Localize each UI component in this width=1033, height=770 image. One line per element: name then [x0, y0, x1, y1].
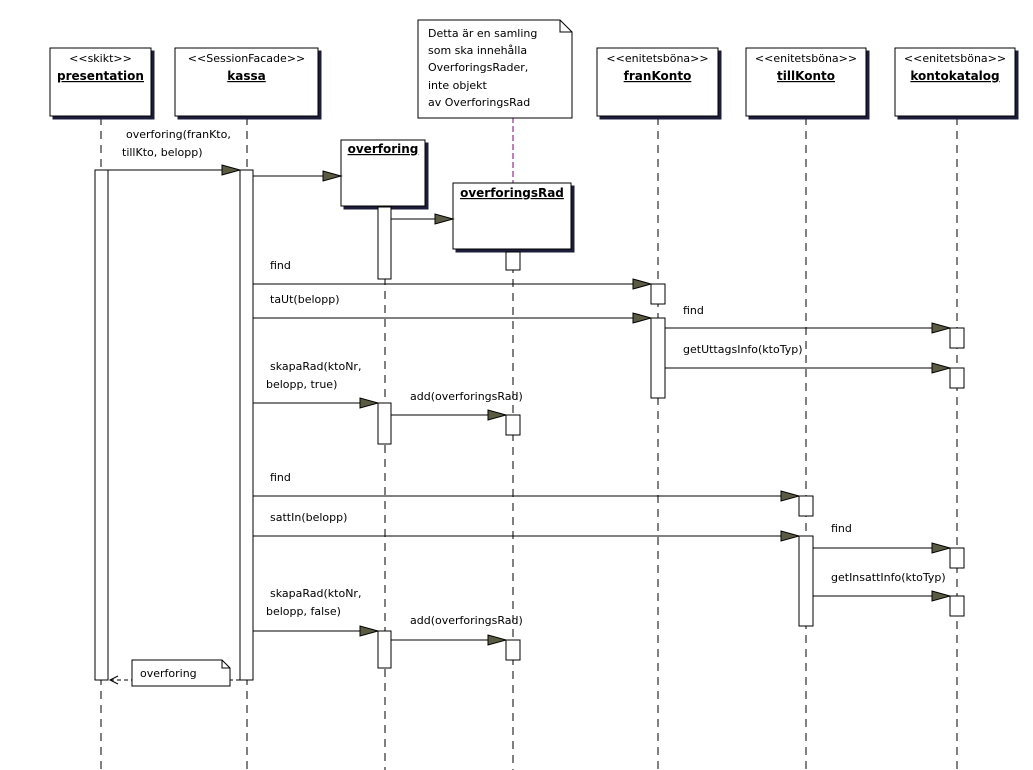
- message-arrow[interactable]: [253, 312, 653, 324]
- message-label: find: [270, 259, 291, 272]
- stereotype-kontokatalog: <<enitetsböna>>: [904, 52, 1006, 65]
- message-label: skapaRad(ktoNr,: [270, 587, 361, 600]
- message-arrow[interactable]: [391, 213, 455, 225]
- object-overforingsrad[interactable]: overforingsRad: [452, 182, 572, 250]
- message-labels: overforing(franKto, tillKto, belopp) fin…: [122, 128, 946, 627]
- message-arrow[interactable]: [813, 590, 952, 602]
- stereotype-frankonto: <<enitetsböna>>: [606, 52, 708, 65]
- object-name-overforing: overforing: [348, 142, 419, 156]
- message-arrow[interactable]: [253, 397, 380, 409]
- note-line: OverforingsRader,: [428, 61, 528, 74]
- return-label: overforing: [140, 667, 197, 680]
- activation-kontokatalog: [949, 327, 965, 349]
- activation-tillkonto: [798, 495, 814, 517]
- object-tillkonto[interactable]: <<enitetsböna>> tillKonto: [745, 47, 867, 117]
- activation-bars: [94, 169, 965, 681]
- activation-overforing: [377, 402, 392, 445]
- message-arrow[interactable]: [253, 278, 653, 290]
- note-line: Detta är en samling: [428, 27, 537, 40]
- return-note[interactable]: overforing: [131, 659, 231, 687]
- message-label: taUt(belopp): [270, 293, 340, 306]
- object-overforing[interactable]: overforing: [340, 139, 426, 207]
- note[interactable]: Detta är en samling som ska innehålla Ov…: [417, 19, 573, 119]
- object-name-presentation: presentation: [57, 69, 144, 83]
- message-label: overforing(franKto,: [126, 128, 231, 141]
- object-name-frankonto: franKonto: [624, 69, 692, 83]
- note-line: av OverforingsRad: [428, 96, 530, 109]
- activation-frankonto: [650, 283, 666, 305]
- activation-frankonto: [650, 317, 666, 399]
- activation-kassa: [239, 169, 254, 681]
- object-name-kontokatalog: kontokatalog: [910, 69, 999, 83]
- message-label: add(overforingsRad): [410, 390, 523, 403]
- activation-kontokatalog: [949, 595, 965, 617]
- stereotype-kassa: <<SessionFacade>>: [188, 52, 305, 65]
- message-label: find: [683, 304, 704, 317]
- activation-overforing: [377, 630, 392, 669]
- activation-overforing: [377, 206, 392, 280]
- message-label: sattIn(belopp): [270, 511, 347, 524]
- activation-kontokatalog: [949, 547, 965, 569]
- message-label: getInsattInfo(ktoTyp): [831, 571, 946, 584]
- message-label: find: [270, 471, 291, 484]
- message-arrow[interactable]: [813, 542, 952, 554]
- object-kontokatalog[interactable]: <<enitetsböna>> kontokatalog: [894, 47, 1016, 117]
- object-name-tillkonto: tillKonto: [777, 69, 835, 83]
- object-name-kassa: kassa: [227, 69, 265, 83]
- message-arrow[interactable]: [108, 164, 242, 176]
- message-arrow[interactable]: [665, 362, 952, 374]
- message-label: belopp, false): [266, 605, 341, 618]
- message-arrow[interactable]: [391, 409, 508, 421]
- message-label: find: [831, 522, 852, 535]
- message-arrow[interactable]: [253, 625, 380, 637]
- activation-tillkonto: [798, 535, 814, 627]
- message-label: tillKto, belopp): [122, 146, 203, 159]
- note-line: som ska innehålla: [428, 44, 527, 57]
- stereotype-presentation: <<skikt>>: [69, 52, 132, 65]
- message-label: belopp, true): [266, 378, 337, 391]
- note-line: inte objekt: [428, 79, 488, 92]
- message-arrow[interactable]: [391, 634, 508, 646]
- object-presentation[interactable]: <<skikt>> presentation: [49, 47, 152, 117]
- stereotype-tillkonto: <<enitetsböna>>: [755, 52, 857, 65]
- object-frankonto[interactable]: <<enitetsböna>> franKonto: [596, 47, 719, 117]
- message-label: add(overforingsRad): [410, 614, 523, 627]
- activation-kontokatalog: [949, 367, 965, 389]
- message-arrow[interactable]: [253, 170, 343, 182]
- activation-overforingsrad: [505, 251, 521, 271]
- message-arrow[interactable]: [253, 490, 801, 502]
- activation-overforingsrad: [505, 639, 521, 661]
- message-arrow[interactable]: [665, 322, 952, 334]
- message-label: skapaRad(ktoNr,: [270, 360, 361, 373]
- activation-presentation: [94, 169, 109, 681]
- message-arrows: [108, 164, 952, 646]
- message-arrow[interactable]: [253, 530, 801, 542]
- activation-overforingsrad: [505, 414, 521, 436]
- object-name-overforingsrad: overforingsRad: [460, 186, 564, 200]
- object-kassa[interactable]: <<SessionFacade>> kassa: [174, 47, 319, 117]
- message-label: getUttagsInfo(ktoTyp): [683, 343, 803, 356]
